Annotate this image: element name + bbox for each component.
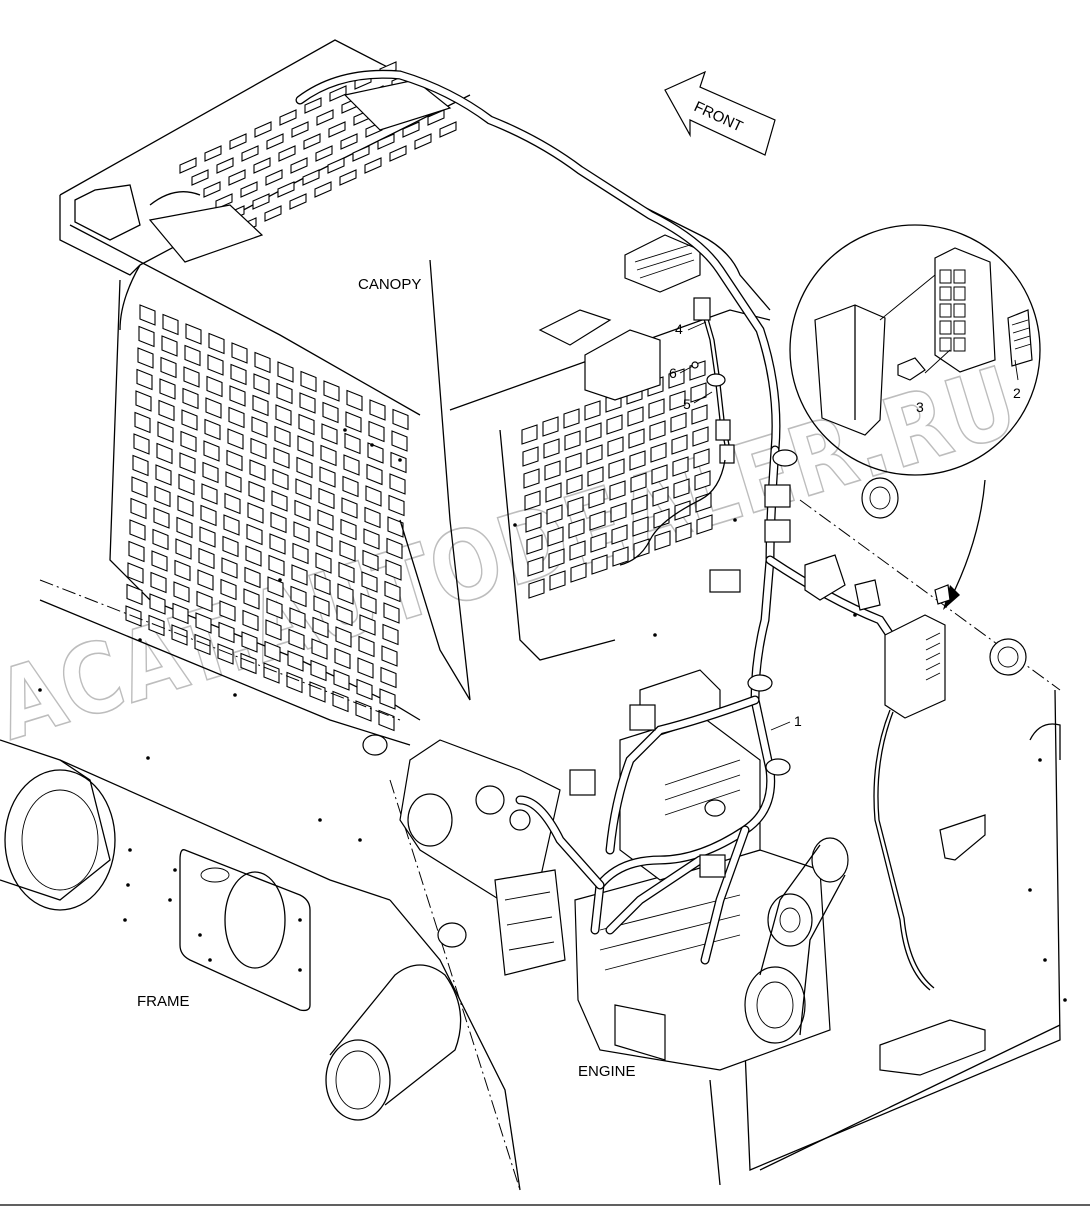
- relay-box-cover: [814, 304, 886, 436]
- connector: [764, 519, 791, 543]
- callout-5: 5: [683, 396, 691, 412]
- roof-harness: [149, 69, 781, 455]
- main-harness: [515, 445, 946, 991]
- crank-pulley: [744, 966, 806, 1044]
- callout-4: 4: [675, 321, 683, 337]
- canopy: [59, 39, 771, 732]
- roof-relay-module: [624, 234, 701, 293]
- front-arrow: FRONT: [664, 70, 776, 156]
- axle-hub: [325, 964, 462, 1121]
- sub-harness: [619, 297, 735, 566]
- connector: [629, 704, 656, 731]
- frame: [0, 418, 1090, 1206]
- callout-1: 1: [794, 713, 802, 729]
- fuse-relay-box: [884, 614, 946, 719]
- frame-label: FRAME: [137, 993, 190, 1010]
- alternator-pulley: [767, 893, 813, 947]
- callout-2: 2: [1013, 385, 1021, 401]
- side-grille: [125, 304, 409, 732]
- frame-access-plate: [179, 849, 311, 1012]
- engine-label: ENGINE: [578, 1063, 636, 1080]
- connector: [569, 769, 596, 796]
- ecu-module: [804, 554, 846, 601]
- relay: [897, 357, 926, 381]
- connector: [764, 484, 791, 508]
- engine: [362, 669, 849, 1071]
- relay-label: [1007, 309, 1033, 367]
- dome-light: [584, 329, 661, 401]
- rear-work-light: [148, 204, 264, 263]
- connector: [699, 854, 726, 878]
- detail-inset: [789, 224, 1041, 610]
- callout-6: 6: [669, 365, 677, 381]
- fan-pulley: [811, 837, 849, 883]
- rear-work-light-right: [343, 79, 452, 131]
- callout-3: 3: [916, 399, 924, 415]
- mount-bracket: [939, 814, 986, 861]
- rear-bracket: [879, 1019, 986, 1076]
- canopy-label: CANOPY: [358, 276, 421, 293]
- leader-lines: [679, 321, 791, 731]
- connector: [709, 569, 741, 593]
